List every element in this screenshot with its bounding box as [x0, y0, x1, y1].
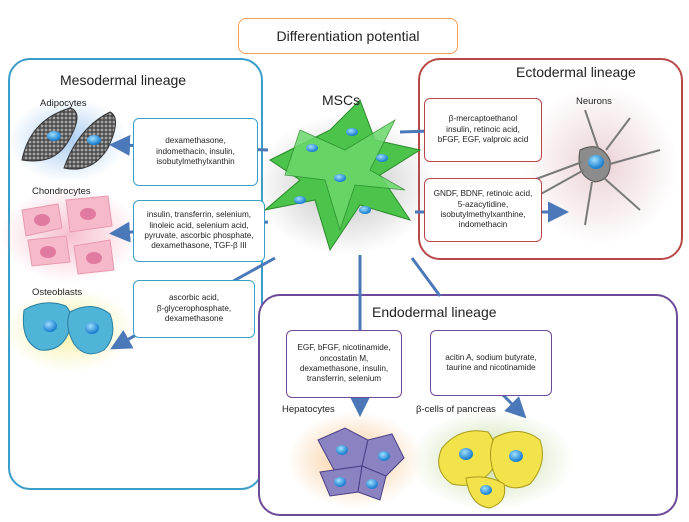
neuron-conditions-box-1: β-mercaptoethanol insulin, retinoic acid…	[424, 98, 542, 162]
neuron-conditions-text-2: GNDF, BDNF, retinoic acid, 5-azacytidine…	[433, 189, 533, 230]
adipocyte-conditions-text: dexamethasone, indomethacin, insulin, is…	[156, 136, 235, 167]
neuron-conditions-box-2: GNDF, BDNF, retinoic acid, 5-azacytidine…	[424, 178, 542, 242]
ectodermal-lineage-title: Ectodermal lineage	[516, 64, 636, 80]
osteoblasts-label: Osteoblasts	[32, 287, 83, 298]
endodermal-lineage-title: Endodermal lineage	[372, 304, 497, 320]
msc-cells-icon	[255, 99, 435, 255]
beta-cell-conditions-box: acitin A, sodium butyrate, taurine and n…	[430, 330, 552, 396]
chondrocyte-conditions-text: insulin, transferrin, selenium, linoleic…	[144, 210, 254, 251]
hepatocyte-conditions-text: EGF, bFGF, nicotinamide, oncostatin M, d…	[297, 343, 391, 384]
diagram-title: Differentiation potential	[238, 18, 458, 54]
beta-cells-icon	[410, 410, 574, 510]
beta-cell-conditions-text: acitin A, sodium butyrate, taurine and n…	[445, 352, 537, 372]
hepatocyte-conditions-box: EGF, bFGF, nicotinamide, oncostatin M, d…	[286, 330, 402, 398]
beta-cells-label: β-cells of pancreas	[416, 404, 496, 415]
chondrocyte-cells-icon	[0, 187, 140, 283]
neurons-label: Neurons	[576, 96, 612, 107]
hepatocytes-label: Hepatocytes	[282, 404, 335, 415]
adipocyte-cells-icon	[8, 98, 128, 182]
hepatocyte-cells-icon	[287, 412, 423, 508]
chondrocytes-label: Chondrocytes	[32, 186, 91, 197]
osteoblast-conditions-text: ascorbic acid, β-glycerophosphate, dexam…	[156, 293, 232, 324]
chondrocyte-conditions-box: insulin, transferrin, selenium, linoleic…	[133, 200, 265, 262]
neuron-conditions-text-1: β-mercaptoethanol insulin, retinoic acid…	[437, 114, 529, 145]
msc-label: MSCs	[322, 92, 361, 108]
mesodermal-lineage-title: Mesodermal lineage	[60, 72, 187, 88]
adipocytes-label: Adipocytes	[40, 98, 87, 109]
osteoblast-cells-icon	[5, 288, 135, 372]
adipocyte-conditions-box: dexamethasone, indomethacin, insulin, is…	[133, 118, 258, 186]
osteoblast-conditions-box: ascorbic acid, β-glycerophosphate, dexam…	[133, 280, 255, 338]
